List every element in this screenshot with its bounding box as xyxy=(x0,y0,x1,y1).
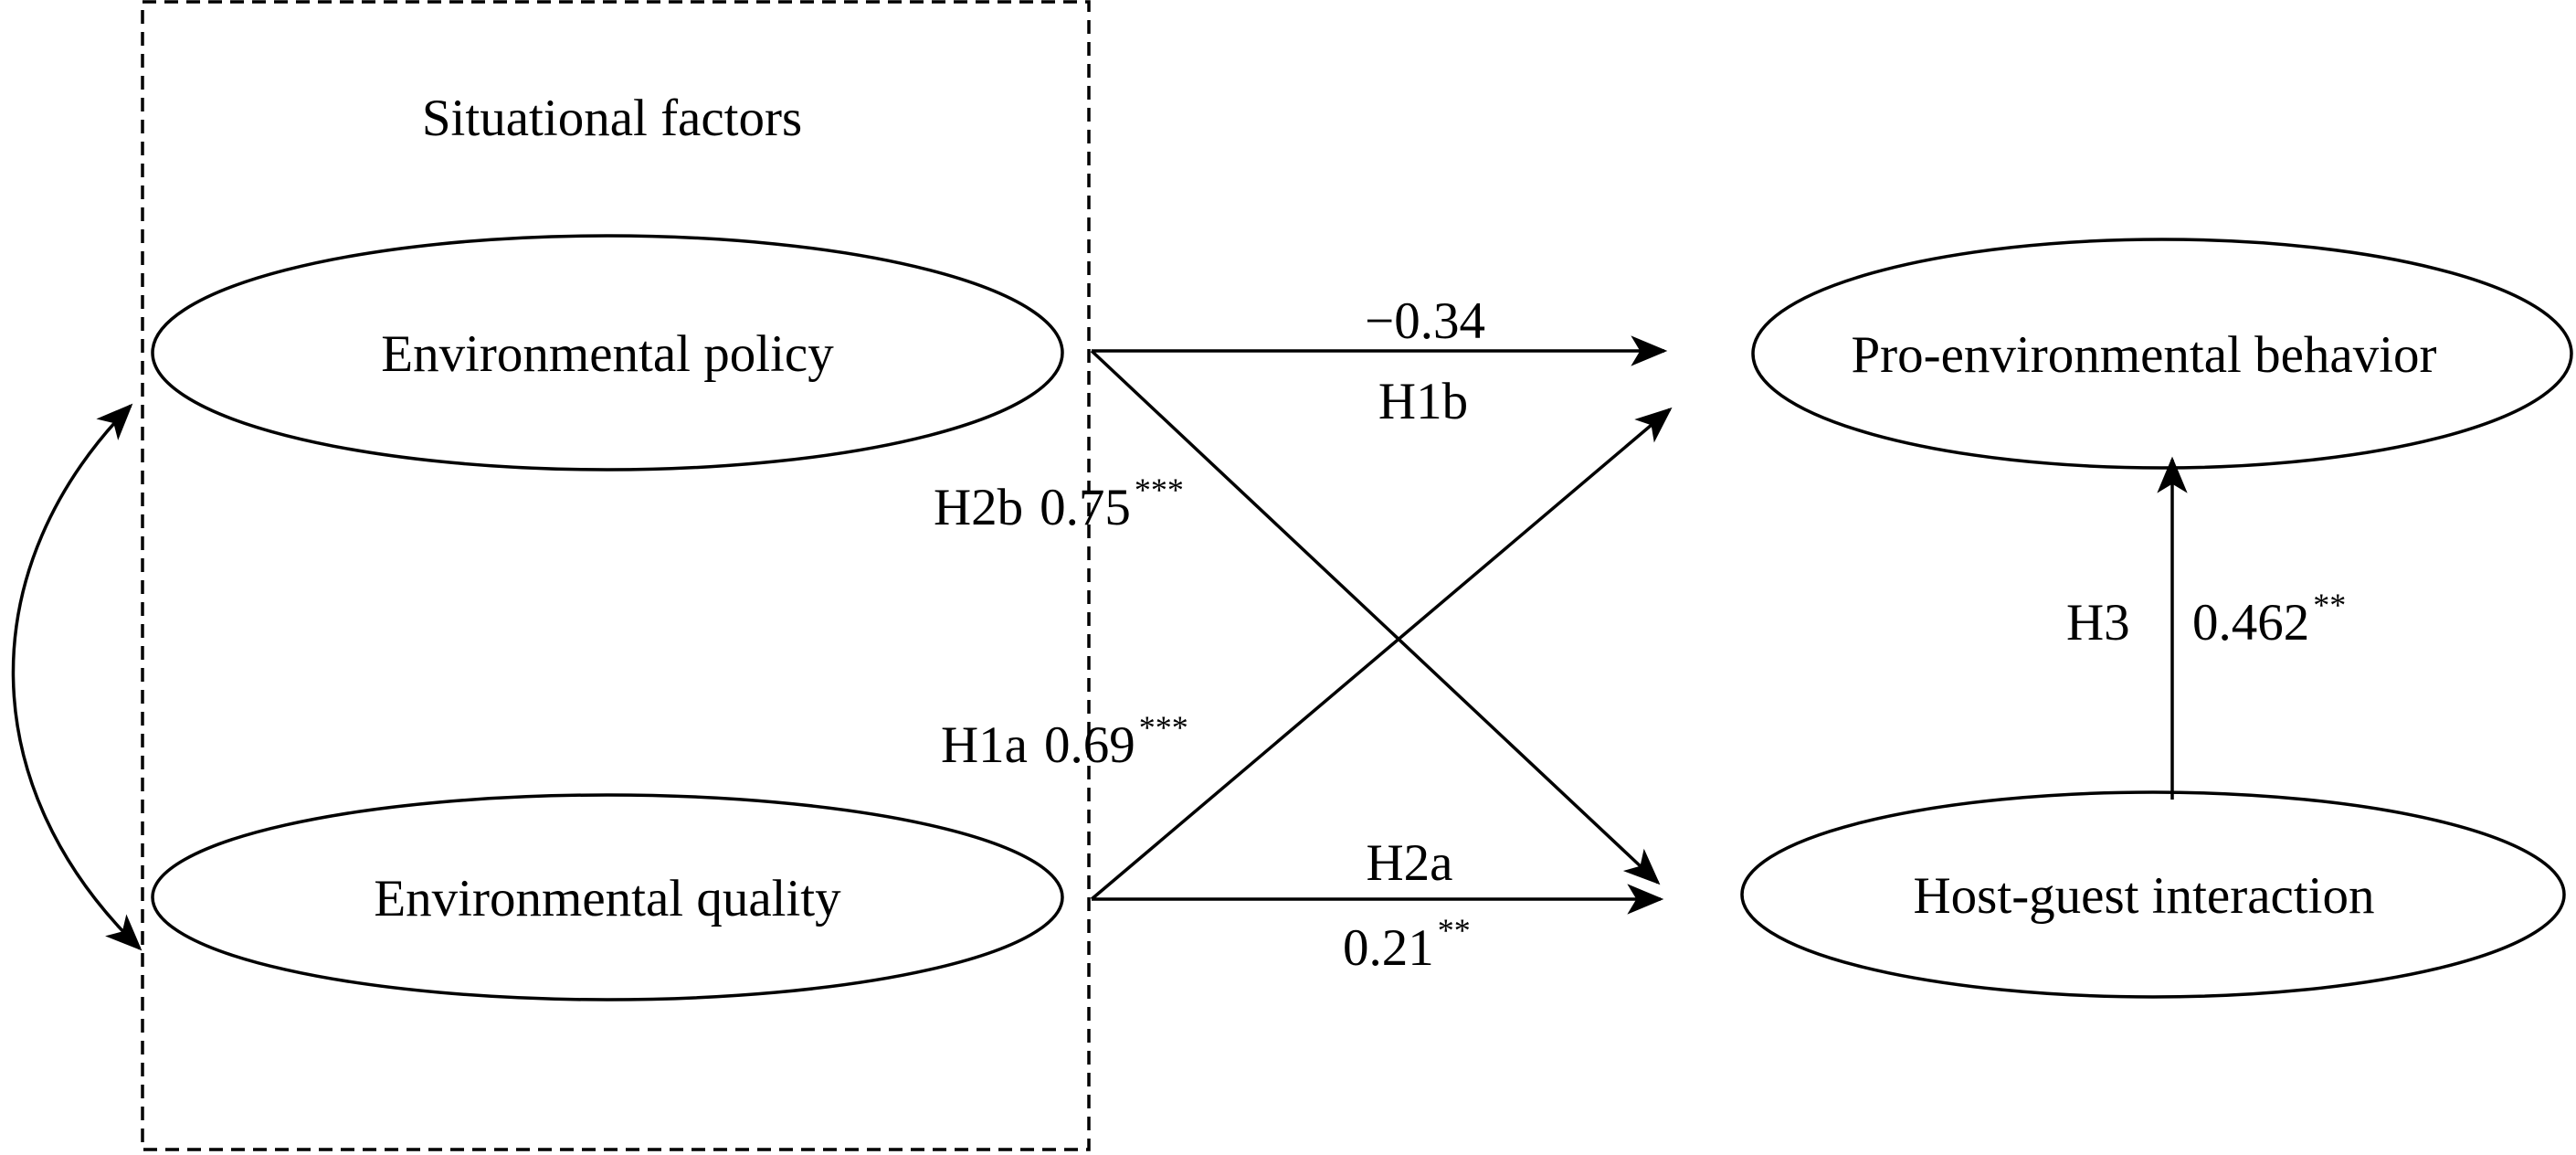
node-environmental-quality-label: Environmental quality xyxy=(374,870,841,927)
h1a-label: H1a 0.69 *** xyxy=(941,709,1188,774)
edge-h1a xyxy=(1090,407,1673,901)
h2a-coefficient: 0.21 xyxy=(1343,919,1434,977)
h1a-coefficient: 0.69 xyxy=(1044,716,1135,774)
situational-factors-group xyxy=(141,0,1091,1151)
h2b-label: H2b 0.75 *** xyxy=(934,472,1184,536)
node-environmental-quality xyxy=(151,793,1064,1001)
h1b-hypothesis: H1b xyxy=(1378,373,1468,430)
h3-label: 0.462 ** xyxy=(2192,587,2346,652)
h1a-significance: *** xyxy=(1139,709,1188,746)
group-label: Situational factors xyxy=(422,90,802,147)
node-environmental-policy xyxy=(151,234,1064,472)
h3-significance: ** xyxy=(2313,587,2346,623)
h3-hypothesis: H3 xyxy=(2066,594,2130,652)
h1a-hypothesis: H1a xyxy=(941,716,1028,774)
node-host-guest-interaction xyxy=(1740,790,2566,999)
h2b-significance: *** xyxy=(1135,472,1184,508)
h1b-coefficient: −0.34 xyxy=(1365,292,1485,350)
edge-h2b xyxy=(1090,349,1661,885)
node-host-guest-interaction-label: Host-guest interaction xyxy=(1914,867,2375,925)
covariance-arrow xyxy=(11,403,143,951)
h3-coefficient: 0.462 xyxy=(2192,594,2309,652)
h2a-label: 0.21 ** xyxy=(1343,912,1471,977)
node-environmental-policy-label: Environmental policy xyxy=(381,325,834,383)
h2b-coefficient: 0.75 xyxy=(1040,479,1131,536)
h2a-hypothesis: H2a xyxy=(1367,834,1453,892)
h2b-hypothesis: H2b xyxy=(934,479,1023,536)
node-pro-environmental-behavior-label: Pro-environmental behavior xyxy=(1851,326,2436,384)
h2a-significance: ** xyxy=(1438,912,1471,948)
